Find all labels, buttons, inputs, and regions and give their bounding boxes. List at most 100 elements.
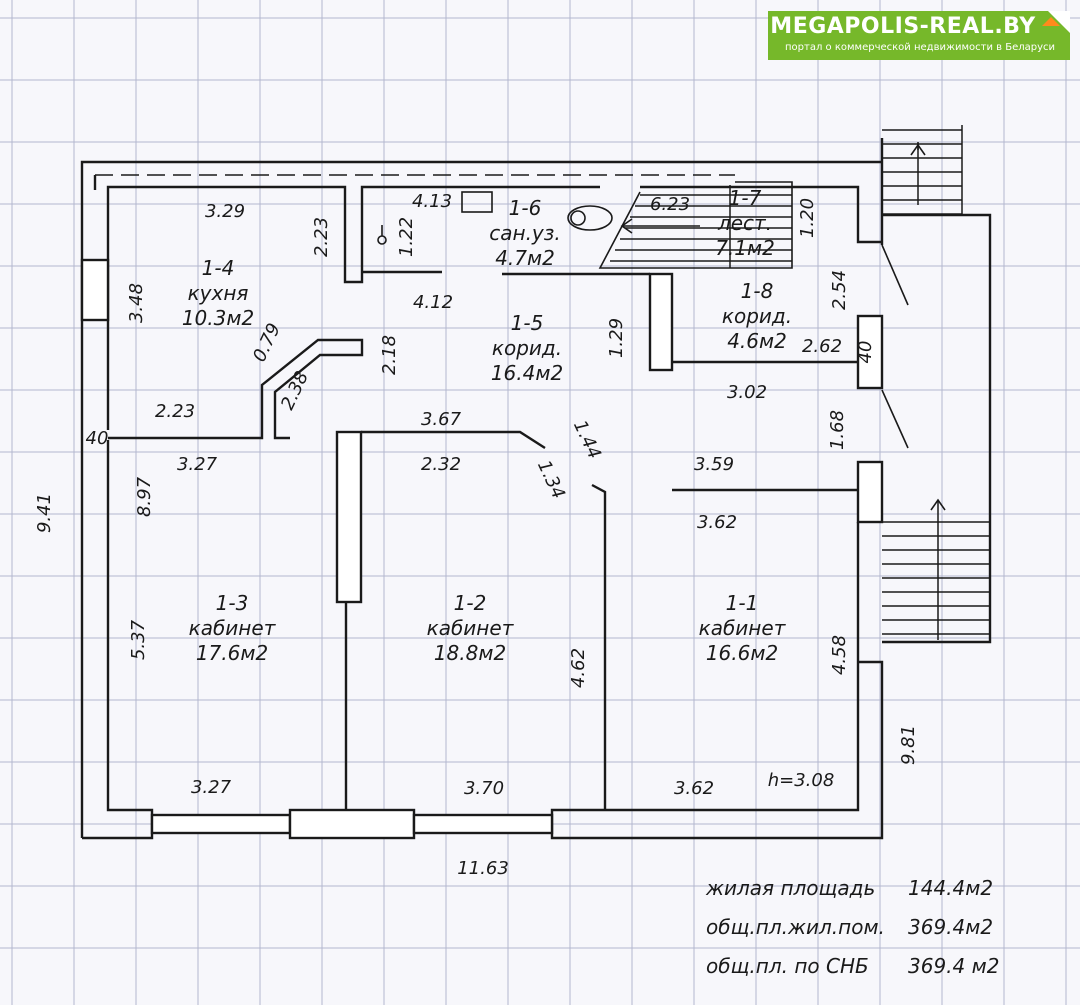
room-id-label: 1-5 — [511, 311, 544, 335]
room-area-label: 18.8м2 — [434, 641, 506, 665]
dimension-label: 40 — [855, 341, 876, 364]
corridor-column — [648, 272, 674, 372]
dimension-label: 3.48 — [126, 283, 147, 323]
kitchen-wall — [106, 185, 600, 430]
room-name-label: корид. — [492, 336, 562, 360]
bottom-window-2 — [412, 813, 554, 835]
dimension-label: 2.38 — [277, 368, 313, 413]
dimension-label: 1.44 — [569, 417, 605, 462]
room-id-label: 1-4 — [202, 256, 235, 280]
dimension-label: 4.13 — [412, 191, 452, 212]
partition-column — [335, 430, 363, 604]
kitchen-partition — [108, 338, 364, 440]
room-area-label: 16.4м2 — [491, 361, 563, 385]
riser-marker — [377, 235, 387, 245]
outer-wall-left-top — [80, 160, 882, 838]
stair-top-wall — [640, 185, 882, 244]
summary-value: 369.4м2 — [908, 915, 993, 939]
room-id-label: 1-7 — [729, 186, 762, 210]
room-name-label: кухня — [188, 281, 249, 305]
room-id-label: 1-3 — [216, 591, 249, 615]
room-name-label: корид. — [722, 304, 792, 328]
dimension-label: 3.62 — [697, 512, 737, 533]
dimension-label: 3.27 — [177, 454, 218, 475]
dimension-label: 3.67 — [421, 409, 462, 430]
labels: 1-1кабинет16.6м21-2кабинет18.8м21-3кабин… — [34, 186, 999, 978]
door-swing — [881, 244, 909, 306]
room-name-label: кабинет — [427, 616, 515, 640]
dimension-label: 3.02 — [727, 382, 767, 403]
room-id-label: 1-2 — [454, 591, 487, 615]
summary-label: общ.пл. по СНБ — [706, 954, 869, 978]
room-id-label: 1-8 — [741, 279, 774, 303]
room-area-label: 7.1м2 — [715, 236, 775, 260]
site-logo[interactable]: MEGAPOLIS-REAL.BY портал о коммерческой … — [768, 11, 1070, 60]
dimension-label: 6.23 — [650, 194, 690, 215]
left-window — [80, 258, 110, 322]
dimension-label: 2.23 — [155, 401, 195, 422]
dimension-label: 1.29 — [606, 318, 627, 358]
stair-arrow-icon — [620, 218, 633, 234]
dimension-label: 2.23 — [311, 217, 332, 257]
dimension-label: 1.22 — [396, 217, 417, 257]
stair-arrow-icon — [930, 498, 946, 511]
dimension-label: 2.54 — [829, 270, 850, 310]
room-area-label: 4.6м2 — [727, 329, 787, 353]
external-stair-frame — [882, 213, 992, 644]
partition-1-2-top — [361, 430, 546, 450]
dimension-label: 3.29 — [205, 201, 245, 222]
dimension-label: 2.32 — [421, 454, 461, 475]
summary-value: 369.4 м2 — [908, 954, 999, 978]
toilet-fixture — [567, 205, 613, 231]
summary-label: общ.пл.жил.пом. — [706, 915, 885, 939]
dimension-label: 1.34 — [533, 457, 569, 502]
dimension-label: 9.81 — [898, 725, 919, 765]
ceiling-height-label: h=3.08 — [768, 770, 835, 791]
dimension-label: 8.97 — [134, 476, 155, 517]
dimension-label: 5.37 — [128, 619, 149, 660]
dimension-label: 4.12 — [413, 292, 453, 313]
dimension-label: 3.59 — [694, 454, 734, 475]
right-wall-block — [856, 314, 884, 390]
walls — [80, 138, 909, 840]
dimension-label: 3.27 — [191, 777, 232, 798]
bottom-left-wall — [82, 440, 154, 840]
dimension-label: 3.62 — [674, 778, 714, 799]
logo-title: MEGAPOLIS-REAL.BY — [770, 14, 1036, 39]
room-name-label: лест. — [717, 211, 772, 235]
bottom-pier — [288, 808, 416, 840]
staircase-internal — [598, 181, 793, 269]
room-id-label: 1-1 — [726, 591, 759, 615]
right-bottom-wall — [550, 522, 884, 840]
room-name-label: кабинет — [189, 616, 277, 640]
dimension-label: 3.70 — [464, 778, 504, 799]
staircase-external-top — [882, 125, 963, 215]
house-icon — [1042, 17, 1060, 26]
dimension-label: 2.18 — [379, 335, 400, 375]
summary-label: жилая площадь — [705, 876, 875, 900]
room-area-label: 4.7м2 — [495, 246, 555, 270]
right-wall-block-2 — [856, 460, 884, 524]
toilet-seat — [570, 210, 586, 226]
staircase-external-bottom — [882, 498, 990, 640]
room-name-label: сан.уз. — [489, 221, 561, 245]
room-area-label: 16.6м2 — [706, 641, 778, 665]
logo-subtitle: портал о коммерческой недвижимости в Бел… — [785, 42, 1055, 53]
dimension-label: 9.41 — [34, 493, 55, 533]
room-area-label: 10.3м2 — [182, 306, 254, 330]
summary-value: 144.4м2 — [908, 876, 993, 900]
sink-fixture — [461, 191, 493, 213]
dimension-label: 4.58 — [829, 635, 850, 675]
dimension-label: 2.62 — [802, 336, 842, 357]
dimension-label: 4.62 — [568, 648, 589, 688]
door-swing-2 — [881, 389, 909, 449]
dimension-label: 1.20 — [797, 198, 818, 238]
bottom-window-1 — [150, 813, 292, 835]
partition-1-2 — [591, 483, 607, 810]
room-name-label: кабинет — [699, 616, 787, 640]
dimension-label: 0.79 — [249, 320, 285, 365]
room-area-label: 17.6м2 — [196, 641, 268, 665]
room-id-label: 1-6 — [509, 196, 542, 220]
